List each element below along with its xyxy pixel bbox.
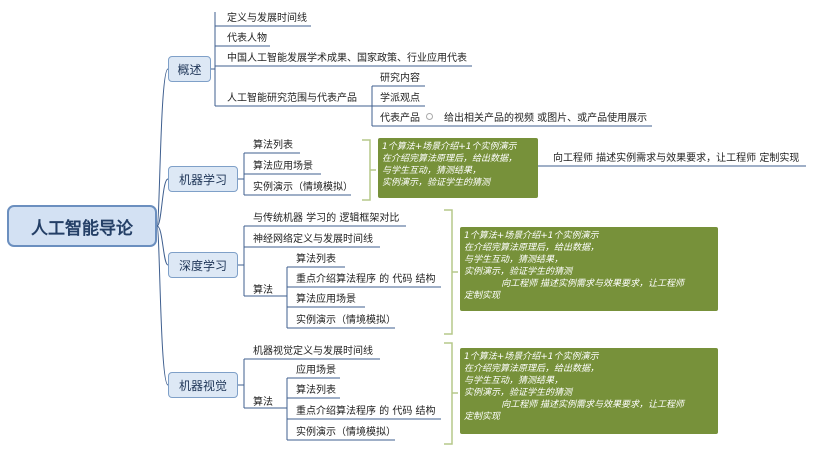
overview-item[interactable]: 人工智能研究范围与代表产品	[227, 93, 357, 104]
dl-algo-item[interactable]: 算法应用场景	[296, 294, 356, 305]
cv-note[interactable]: 1个算法+场景介绍+1个实例演示 在介绍完算法原理后，给出数据， 与学生互动，猜…	[460, 348, 718, 434]
ml-item[interactable]: 算法应用场景	[253, 161, 313, 172]
ml-note[interactable]: 1个算法+场景介绍+1个实例演示 在介绍完算法原理后，给出数据， 与学生互动，猜…	[378, 138, 538, 198]
research-item[interactable]: 研究内容	[380, 73, 420, 84]
branch-overview[interactable]: 概述	[168, 56, 211, 82]
research-item[interactable]: 代表产品	[380, 113, 420, 124]
cv-item[interactable]: 算法	[253, 397, 273, 408]
dl-algo-item[interactable]: 算法列表	[296, 254, 336, 265]
dl-note[interactable]: 1个算法+场景介绍+1个实例演示 在介绍完算法原理后，给出数据， 与学生互动，猜…	[460, 227, 718, 311]
cv-algo-item[interactable]: 重点介绍算法程序 的 代码 结构	[296, 406, 436, 417]
branch-deep-learning[interactable]: 深度学习	[168, 252, 238, 278]
ml-note-child[interactable]: 向工程师 描述实例需求与效果要求，让工程师 定制实现	[553, 153, 800, 164]
cv-algo-item[interactable]: 算法列表	[296, 385, 336, 396]
dl-algo-item[interactable]: 实例演示（情境模拟）	[296, 315, 396, 326]
dl-item[interactable]: 算法	[253, 285, 273, 296]
root-topic[interactable]: 人工智能导论	[7, 205, 157, 247]
research-item[interactable]: 学派观点	[380, 93, 420, 104]
ml-item[interactable]: 算法列表	[253, 140, 293, 151]
overview-item[interactable]: 定义与发展时间线	[227, 13, 307, 24]
dl-item[interactable]: 与传统机器 学习的 逻辑框架对比	[253, 213, 400, 224]
branch-machine-vision[interactable]: 机器视觉	[168, 372, 238, 398]
cv-algo-item[interactable]: 应用场景	[296, 365, 336, 376]
dl-algo-item[interactable]: 重点介绍算法程序 的 代码 结构	[296, 274, 436, 285]
overview-item[interactable]: 代表人物	[227, 33, 267, 44]
branch-machine-learning[interactable]: 机器学习	[168, 166, 238, 192]
collapse-dot-icon[interactable]	[426, 113, 433, 120]
ml-item[interactable]: 实例演示（情境模拟）	[253, 182, 353, 193]
product-detail[interactable]: 给出相关产品的视频 或图片、或产品使用展示	[444, 113, 648, 124]
dl-item[interactable]: 神经网络定义与发展时间线	[253, 234, 373, 245]
cv-item[interactable]: 机器视觉定义与发展时间线	[253, 346, 373, 357]
overview-item[interactable]: 中国人工智能发展学术成果、国家政策、行业应用代表	[227, 53, 467, 64]
cv-algo-item[interactable]: 实例演示（情境模拟）	[296, 427, 396, 438]
